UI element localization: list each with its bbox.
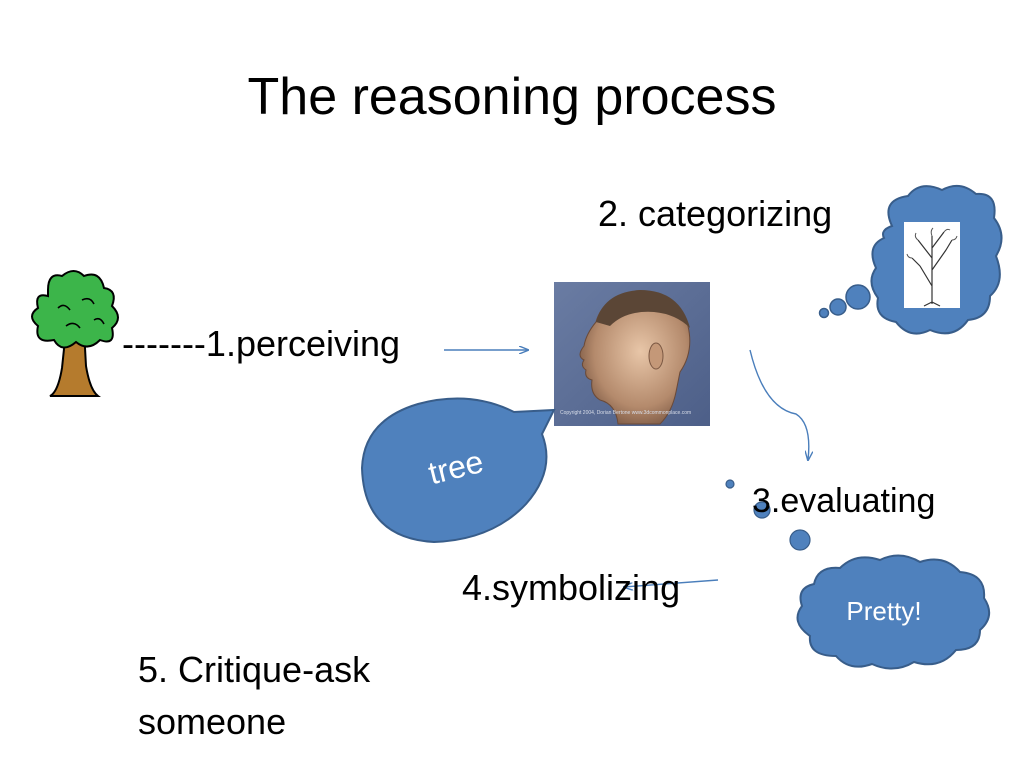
- evaluating-cloud-text: Pretty!: [846, 596, 921, 626]
- sapling-sketch-icon: [904, 222, 960, 308]
- step-perceiving: -------1.perceiving: [122, 323, 401, 364]
- slide-title: The reasoning process: [247, 68, 777, 126]
- tree-icon: [24, 266, 124, 400]
- speech-bubble: tree: [360, 397, 556, 544]
- arrow-evaluating: [749, 349, 809, 460]
- categorizing-cloud: [818, 184, 1003, 335]
- arrow-symbolizing: [624, 579, 719, 587]
- step-critique-line2: someone: [138, 701, 287, 742]
- evaluating-dots: [725, 479, 811, 551]
- step-evaluating: 3.evaluating: [752, 482, 936, 520]
- head-image: Copyright 2004, Dorian Bertone www.3dcom…: [554, 282, 710, 426]
- step-symbolizing: 4.symbolizing: [462, 567, 681, 608]
- step-categorizing: 2. categorizing: [598, 193, 833, 234]
- step-critique: 5. Critique-ask someone: [138, 644, 458, 748]
- step-critique-line1: 5. Critique-ask: [138, 649, 371, 690]
- head-caption: Copyright 2004, Dorian Bertone www.3dcom…: [560, 410, 691, 416]
- evaluating-cloud: Pretty!: [796, 554, 991, 670]
